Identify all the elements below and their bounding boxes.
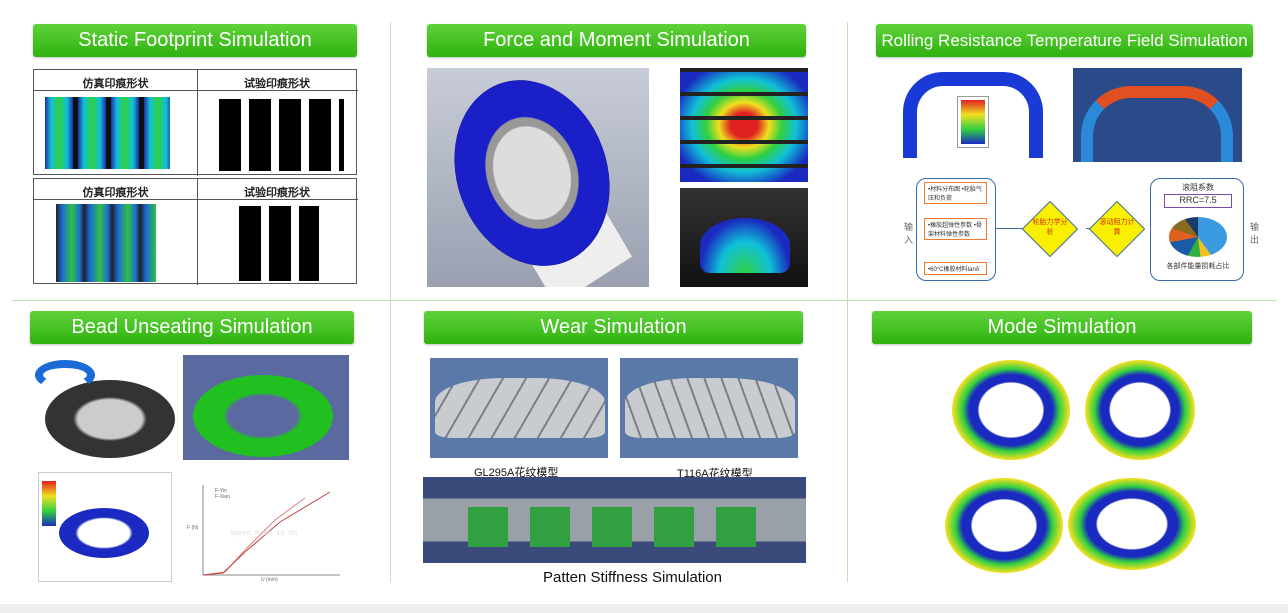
mode-shape-2 (1085, 360, 1195, 460)
model-a-label: GL295A花纹模型 (474, 467, 559, 479)
divider-horizontal (12, 300, 1277, 301)
table-header: 试验印痕形状 (244, 78, 310, 90)
table-header: 仿真印痕形状 (82, 187, 149, 199)
input-label: 输入 (904, 222, 914, 245)
wear-model-b-image (620, 358, 798, 458)
simulated-footprint-image (56, 204, 156, 282)
series-f-xian (202, 491, 331, 576)
input-item: •橡胶超弹性参数 •骨架材料弹性参数 (924, 218, 987, 240)
pie-caption: 各部件能量损耗占比 (1166, 263, 1230, 270)
mode-shape-4 (1068, 478, 1196, 570)
bead-tire-black-image (35, 355, 180, 460)
force-moment-header: Force and Moment Simulation (427, 24, 806, 57)
tread-deformation-image (680, 188, 808, 287)
rolling-resistance-step: 滚动阻力计算 (1099, 219, 1135, 236)
test-footprint-image (219, 99, 344, 171)
mode-header: Mode Simulation (872, 311, 1252, 344)
force-displacement-chart: F-Yin F-Xian U (mm) F (N) Speed Mode is … (185, 480, 345, 585)
temperature-field-image (1073, 68, 1242, 162)
output-label: 输出 (1250, 222, 1260, 245)
energy-loss-pie (1169, 217, 1227, 257)
divider-vertical-1 (390, 22, 391, 582)
pattern-stiffness-image (423, 477, 806, 563)
rrc-value: RRC=7.5 (1164, 194, 1232, 208)
bead-simulation-screenshot (38, 472, 172, 582)
mechanics-analysis-step: 轮胎力学分析 (1032, 219, 1068, 236)
wear-header: Wear Simulation (424, 311, 803, 344)
bead-unseating-header: Bead Unseating Simulation (30, 311, 354, 344)
legend-item: F-Xian (215, 494, 230, 500)
footprint-table-2: 仿真印痕形状 试验印痕形状 (33, 178, 358, 285)
x-axis-label: U (mm) (261, 577, 278, 583)
wear-model-a-image (430, 358, 608, 458)
static-footprint-header: Static Footprint Simulation (33, 24, 357, 57)
divider-vertical-2 (847, 22, 848, 582)
bead-tire-green-image (183, 355, 349, 460)
simulated-footprint-image (45, 97, 170, 169)
watermark: Speed Mode is On (230, 530, 298, 538)
tire-cross-section-image (903, 72, 1043, 158)
pattern-stiffness-caption: Patten Stiffness Simulation (543, 569, 722, 586)
mode-shape-3 (945, 478, 1063, 573)
input-item: •材料分布图 •轮胎气压和负荷 (924, 182, 987, 204)
coefficient-label: 滚阻系数 (1182, 183, 1214, 192)
series-f-yin (202, 497, 306, 576)
table-header: 试验印痕形状 (244, 187, 310, 199)
footprint-table-1: 仿真印痕形状 试验印痕形状 (33, 69, 358, 176)
bottom-strip (0, 604, 1288, 613)
contact-pressure-image (680, 68, 808, 182)
y-axis-label: F (N) (187, 525, 199, 531)
rolling-resistance-header: Rolling Resistance Temperature Field Sim… (876, 24, 1253, 57)
chart-svg (202, 485, 340, 576)
output-box: 滚阻系数 RRC=7.5 各部件能量损耗占比 (1150, 178, 1244, 281)
tire-on-road-image (427, 68, 649, 287)
table-header: 仿真印痕形状 (82, 78, 149, 90)
mode-shape-1 (952, 360, 1070, 460)
test-footprint-image (239, 206, 319, 281)
legend-item: F-Yin (215, 488, 227, 494)
input-item: •60°C橡胶材料tanδ (924, 262, 987, 275)
